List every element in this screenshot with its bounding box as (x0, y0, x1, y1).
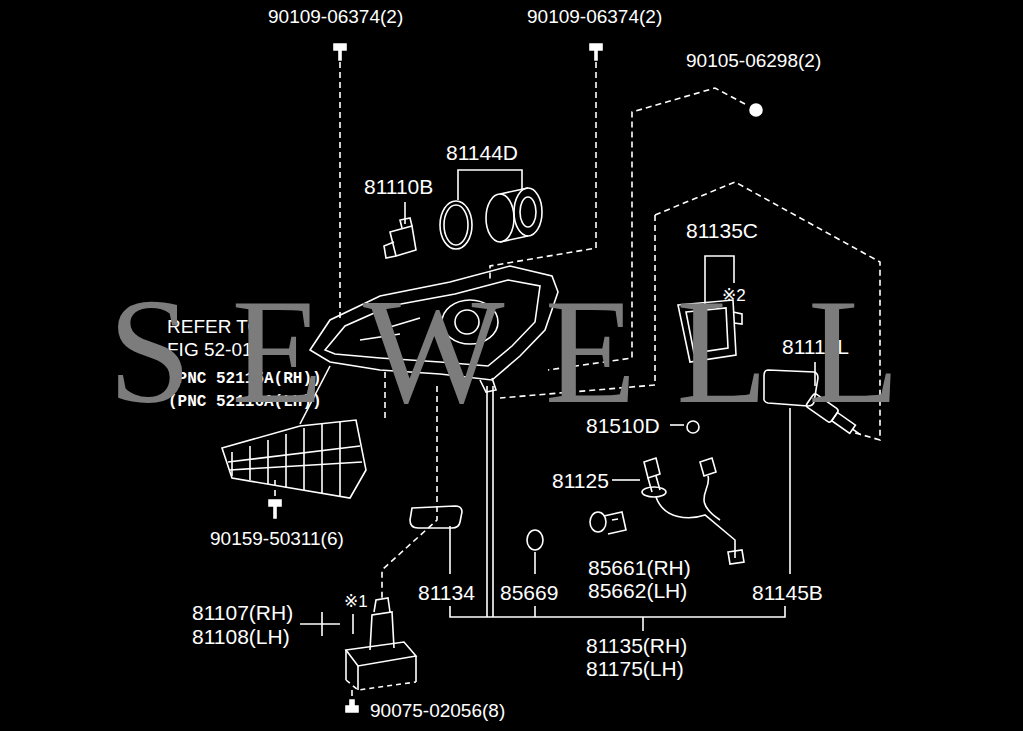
screw (269, 44, 762, 712)
part-number: 90159-50311(6) (210, 528, 344, 551)
note-mark: ※1 (344, 592, 368, 612)
part-number: 81510D (586, 413, 660, 438)
pnc-note: (PNC 52115A(RH)) (168, 370, 322, 389)
bracket-line (300, 170, 815, 636)
part-number: 81108(LH) (192, 624, 290, 649)
ballast (678, 300, 742, 362)
cover (346, 598, 416, 690)
headlamp-housing (310, 266, 558, 392)
bulb (805, 393, 865, 442)
part-number: 81135(RH) (586, 633, 687, 658)
bulb (384, 218, 416, 258)
part-number: 90109-06374(2) (527, 6, 662, 29)
part-number: 90105-06298(2) (686, 50, 821, 73)
part-number: 81175(LH) (586, 656, 684, 681)
bulb (590, 512, 626, 534)
part-number: 81134 (418, 580, 475, 605)
side-marker-lamp (222, 420, 366, 498)
part-number: 81107(RH) (192, 600, 293, 625)
leader-line (275, 62, 880, 700)
part-number: 81110L (782, 334, 849, 359)
part-number: 81110B (364, 174, 433, 199)
note-mark: ※2 (722, 286, 746, 306)
part-number: 81144D (446, 140, 518, 165)
part-number: 81135C (686, 218, 758, 243)
part-number: 90075-02056(8) (370, 700, 505, 723)
part-number: 85669 (500, 580, 558, 605)
o-ring (527, 530, 543, 550)
part-number: 81125 (552, 468, 609, 493)
reference-note: REFER TO FIG 52-01 (167, 316, 279, 362)
ring-and-socket (440, 188, 542, 249)
socket-harness (642, 458, 744, 564)
gasket (410, 506, 462, 528)
part-number: 81145B (752, 580, 823, 605)
part-number: 85661(RH) (588, 555, 691, 580)
bulb (687, 421, 699, 433)
part-number: 85662(LH) (588, 578, 687, 603)
part-number: 90109-06374(2) (268, 6, 403, 29)
pnc-note: (PNC 52116A(LH)) (168, 393, 322, 412)
